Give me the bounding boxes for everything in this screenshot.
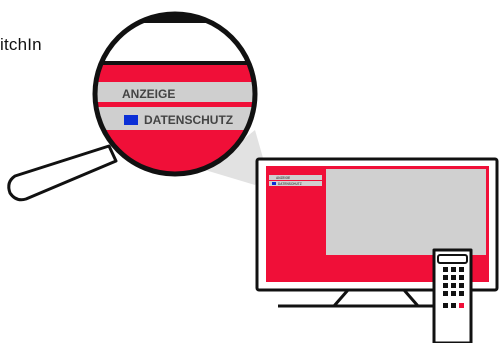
tv-stand [334, 290, 418, 306]
remote-red-button [459, 303, 464, 308]
lens-menu-item-datenschutz: DATENSCHUTZ [144, 113, 233, 127]
magnifier-handle [9, 146, 116, 200]
remote-control [434, 250, 471, 343]
tv-menu-item-datenschutz: DATENSCHUTZ [278, 182, 302, 186]
tv-menu-item-anzeige: ANZEIGE [276, 176, 290, 180]
tv-blue-square [272, 182, 276, 185]
header-text: itchIn [0, 35, 42, 55]
lens-blue-square [124, 115, 138, 125]
lens-menu-item-anzeige: ANZEIGE [122, 87, 175, 101]
tv-content-panel [326, 169, 486, 255]
